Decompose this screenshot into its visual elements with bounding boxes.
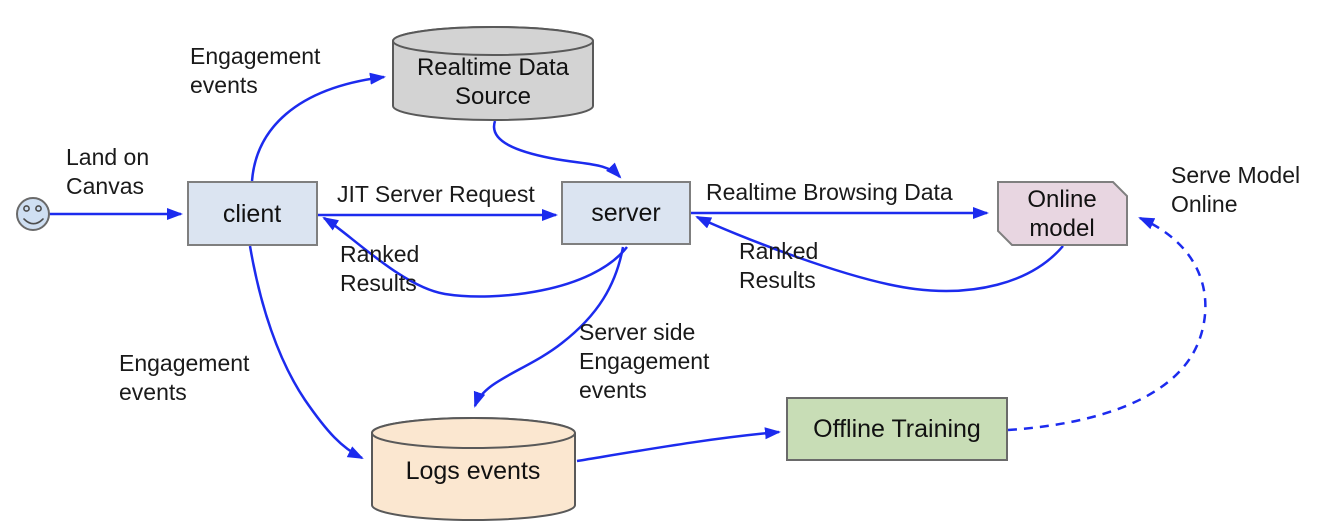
label-jit-server-request: JIT Server Request xyxy=(337,181,535,207)
label-serve-model-online: Serve Model Online xyxy=(1171,162,1301,217)
label-engagement-events-bottom: Engagement events xyxy=(119,350,250,405)
logs-events-shape xyxy=(371,417,576,521)
server-node-label: server xyxy=(591,199,661,227)
edge-realtime-source-server xyxy=(492,120,622,179)
label-server-side-engagement-events: Server side Engagement events xyxy=(579,319,710,403)
offline-training-label: Offline Training xyxy=(813,415,981,443)
online-model-shape xyxy=(997,181,1128,246)
label-realtime-browsing-data: Realtime Browsing Data xyxy=(706,179,953,205)
label-ranked-results-model: Ranked Results xyxy=(739,238,819,293)
client-node-label: client xyxy=(222,200,282,228)
smiley-mouth xyxy=(23,218,44,225)
label-land-on-canvas: Land on Canvas xyxy=(66,144,150,199)
label-ranked-results-client: Ranked Results xyxy=(340,241,420,296)
edge-online-model-server-ranked xyxy=(695,215,1064,293)
offline-training-shape xyxy=(786,397,1008,461)
server-node-shape xyxy=(561,181,691,245)
realtime-data-source-label: Realtime Data Source xyxy=(416,54,570,110)
smiley-face-icon xyxy=(16,197,50,231)
smiley-left-eye xyxy=(23,205,30,212)
logs-events-label: Logs events xyxy=(405,457,541,485)
edge-client-logs xyxy=(248,245,364,460)
online-model-label: Online model xyxy=(1027,186,1097,242)
client-node-shape xyxy=(187,181,318,246)
smiley-right-eye xyxy=(35,205,42,212)
user-actor xyxy=(16,197,50,231)
edge-server-client-ranked xyxy=(322,216,628,298)
edge-server-logs xyxy=(473,246,625,408)
edge-offline-training-online-model xyxy=(1007,216,1207,432)
edge-client-realtime-source xyxy=(250,72,386,182)
edge-logs-offline-training xyxy=(576,427,781,463)
label-engagement-events-top: Engagement events xyxy=(190,43,321,98)
realtime-data-source-shape xyxy=(392,26,594,121)
